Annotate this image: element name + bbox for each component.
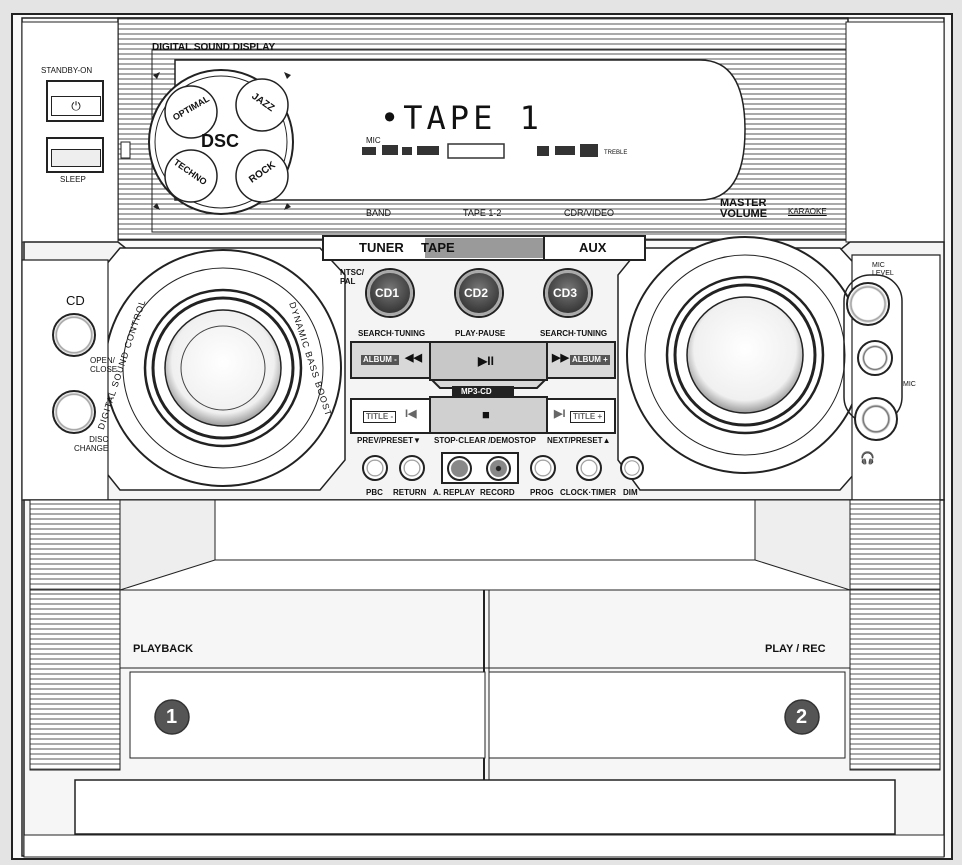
fast-forward-icon: ▶▶	[552, 352, 569, 364]
tuner-button[interactable]: TUNER	[325, 237, 425, 259]
band-label: BAND	[366, 208, 392, 218]
title-plus-label: TITLE +	[570, 411, 606, 423]
dsc-optimal-button[interactable]: OPTIMAL	[165, 86, 217, 138]
tuner-label: TUNER	[359, 240, 404, 255]
headphone-jack[interactable]	[854, 397, 898, 441]
a-replay-label: A. REPLAY	[433, 488, 475, 497]
ntsc-pal-label: NTSC/ PAL	[340, 268, 364, 286]
tape-button[interactable]: TAPE	[421, 237, 543, 259]
sleep-button-face	[51, 149, 101, 167]
master-volume-knob[interactable]	[673, 283, 817, 427]
dsc-label: DSC	[201, 131, 240, 151]
disc-change-button[interactable]	[52, 390, 96, 434]
deck1-label: PLAYBACK	[133, 643, 194, 655]
prev-icon: I◀	[405, 408, 417, 420]
display-mic-indicator: MIC	[366, 136, 381, 145]
pbc-label: PBC	[366, 488, 383, 497]
play-pause-label: PLAY·PAUSE	[455, 329, 506, 338]
tape-label: TAPE	[421, 240, 455, 255]
album-minus-label: ALBUM -	[361, 355, 399, 365]
mic-label: MIC	[903, 381, 916, 388]
next-button[interactable]: ▶I TITLE +	[548, 401, 614, 431]
sleep-label: SLEEP	[60, 175, 86, 184]
dim-label: DIM	[623, 488, 638, 497]
search-tuning-left-label: SEARCH·TUNING	[358, 329, 426, 338]
next-preset-label: NEXT/PRESET▲	[547, 436, 611, 445]
stop-button[interactable]: ■	[432, 399, 546, 431]
karaoke-logo: KARAOKE	[788, 207, 827, 216]
clock-timer-label: CLOCK·TIMER	[560, 488, 616, 497]
cdr-video-label: CDR/VIDEO	[564, 208, 615, 218]
dsc-techno-label: TECHNO	[171, 157, 209, 188]
master-volume-label: MASTER VOLUME	[720, 197, 768, 220]
return-button[interactable]	[399, 455, 425, 481]
fast-forward-button[interactable]: ▶▶ ALBUM +	[548, 344, 614, 376]
display-treble-indicator: TREBLE	[604, 150, 628, 156]
tape-select-label: TAPE 1·2	[463, 208, 502, 218]
dsc-optimal-label: OPTIMAL	[170, 93, 212, 123]
dim-button[interactable]	[620, 456, 644, 480]
open-close-label: OPEN/ CLOSE	[90, 356, 118, 374]
headphone-icon: 🎧	[860, 451, 875, 465]
clock-timer-button[interactable]	[576, 455, 602, 481]
digital-sound-control-knob[interactable]	[151, 296, 295, 440]
cd-label: CD	[66, 293, 85, 308]
cd2-label: CD2	[464, 286, 489, 300]
dsc-techno-button[interactable]: TECHNO	[165, 150, 217, 202]
play-pause-button[interactable]: ▶II	[432, 344, 546, 378]
dsc-jazz-label: JAZZ	[249, 90, 277, 115]
cd1-button[interactable]: CD1	[367, 270, 413, 316]
record-button[interactable]	[486, 456, 511, 481]
aux-button[interactable]: AUX	[545, 237, 643, 259]
cd3-button[interactable]: CD3	[545, 270, 591, 316]
mp3-cd-label: MP3-CD	[461, 387, 492, 396]
mic-level-knob[interactable]	[846, 282, 890, 326]
return-label: RETURN	[393, 488, 427, 497]
rewind-button[interactable]: ALBUM - ◀◀	[353, 344, 429, 376]
open-close-button[interactable]	[52, 313, 96, 357]
mic-jack[interactable]	[857, 340, 893, 376]
stop-icon: ■	[482, 407, 490, 422]
sleep-button[interactable]	[46, 137, 104, 173]
dsc-rock-button[interactable]: ROCK	[236, 150, 288, 202]
rewind-icon: ◀◀	[405, 352, 422, 364]
deck2-label: PLAY / REC	[765, 643, 826, 655]
a-replay-button[interactable]	[447, 456, 472, 481]
aux-label: AUX	[579, 240, 607, 255]
title-minus-label: TITLE -	[363, 411, 397, 423]
deck2-number: 2	[796, 706, 808, 728]
album-plus-label: ALBUM +	[570, 355, 610, 365]
stop-clear-label: STOP·CLEAR /DEMOSTOP	[434, 436, 536, 445]
deck1-cassette-door[interactable]	[130, 672, 485, 758]
dsc-rock-label: ROCK	[247, 159, 278, 186]
prev-preset-label: PREV/PRESET▼	[357, 436, 421, 445]
prev-button[interactable]: TITLE - I◀	[353, 401, 429, 431]
record-label: RECORD	[480, 488, 515, 497]
display-readout: •TAPE 1	[380, 99, 543, 137]
search-tuning-right-label: SEARCH·TUNING	[540, 329, 608, 338]
prog-button[interactable]	[530, 455, 556, 481]
dsc-jazz-button[interactable]: JAZZ	[236, 79, 288, 131]
power-icon: ⏻	[51, 96, 101, 116]
disc-change-label: DISC CHANGE	[74, 435, 109, 453]
cd1-label: CD1	[375, 286, 400, 300]
standby-button[interactable]: ⏻	[46, 80, 104, 122]
cd2-button[interactable]: CD2	[456, 270, 502, 316]
deck1-number: 1	[166, 706, 178, 728]
deck2-cassette-door[interactable]	[489, 672, 845, 758]
play-pause-icon: ▶II	[478, 354, 494, 368]
cd3-label: CD3	[553, 286, 578, 300]
next-icon: ▶I	[554, 408, 566, 420]
standby-label: STANDBY-ON	[41, 66, 93, 75]
pbc-button[interactable]	[362, 455, 388, 481]
mic-level-label: MIC LEVEL	[872, 262, 894, 277]
display-title: DIGITAL SOUND DISPLAY	[152, 42, 276, 53]
prog-label: PROG	[530, 488, 554, 497]
